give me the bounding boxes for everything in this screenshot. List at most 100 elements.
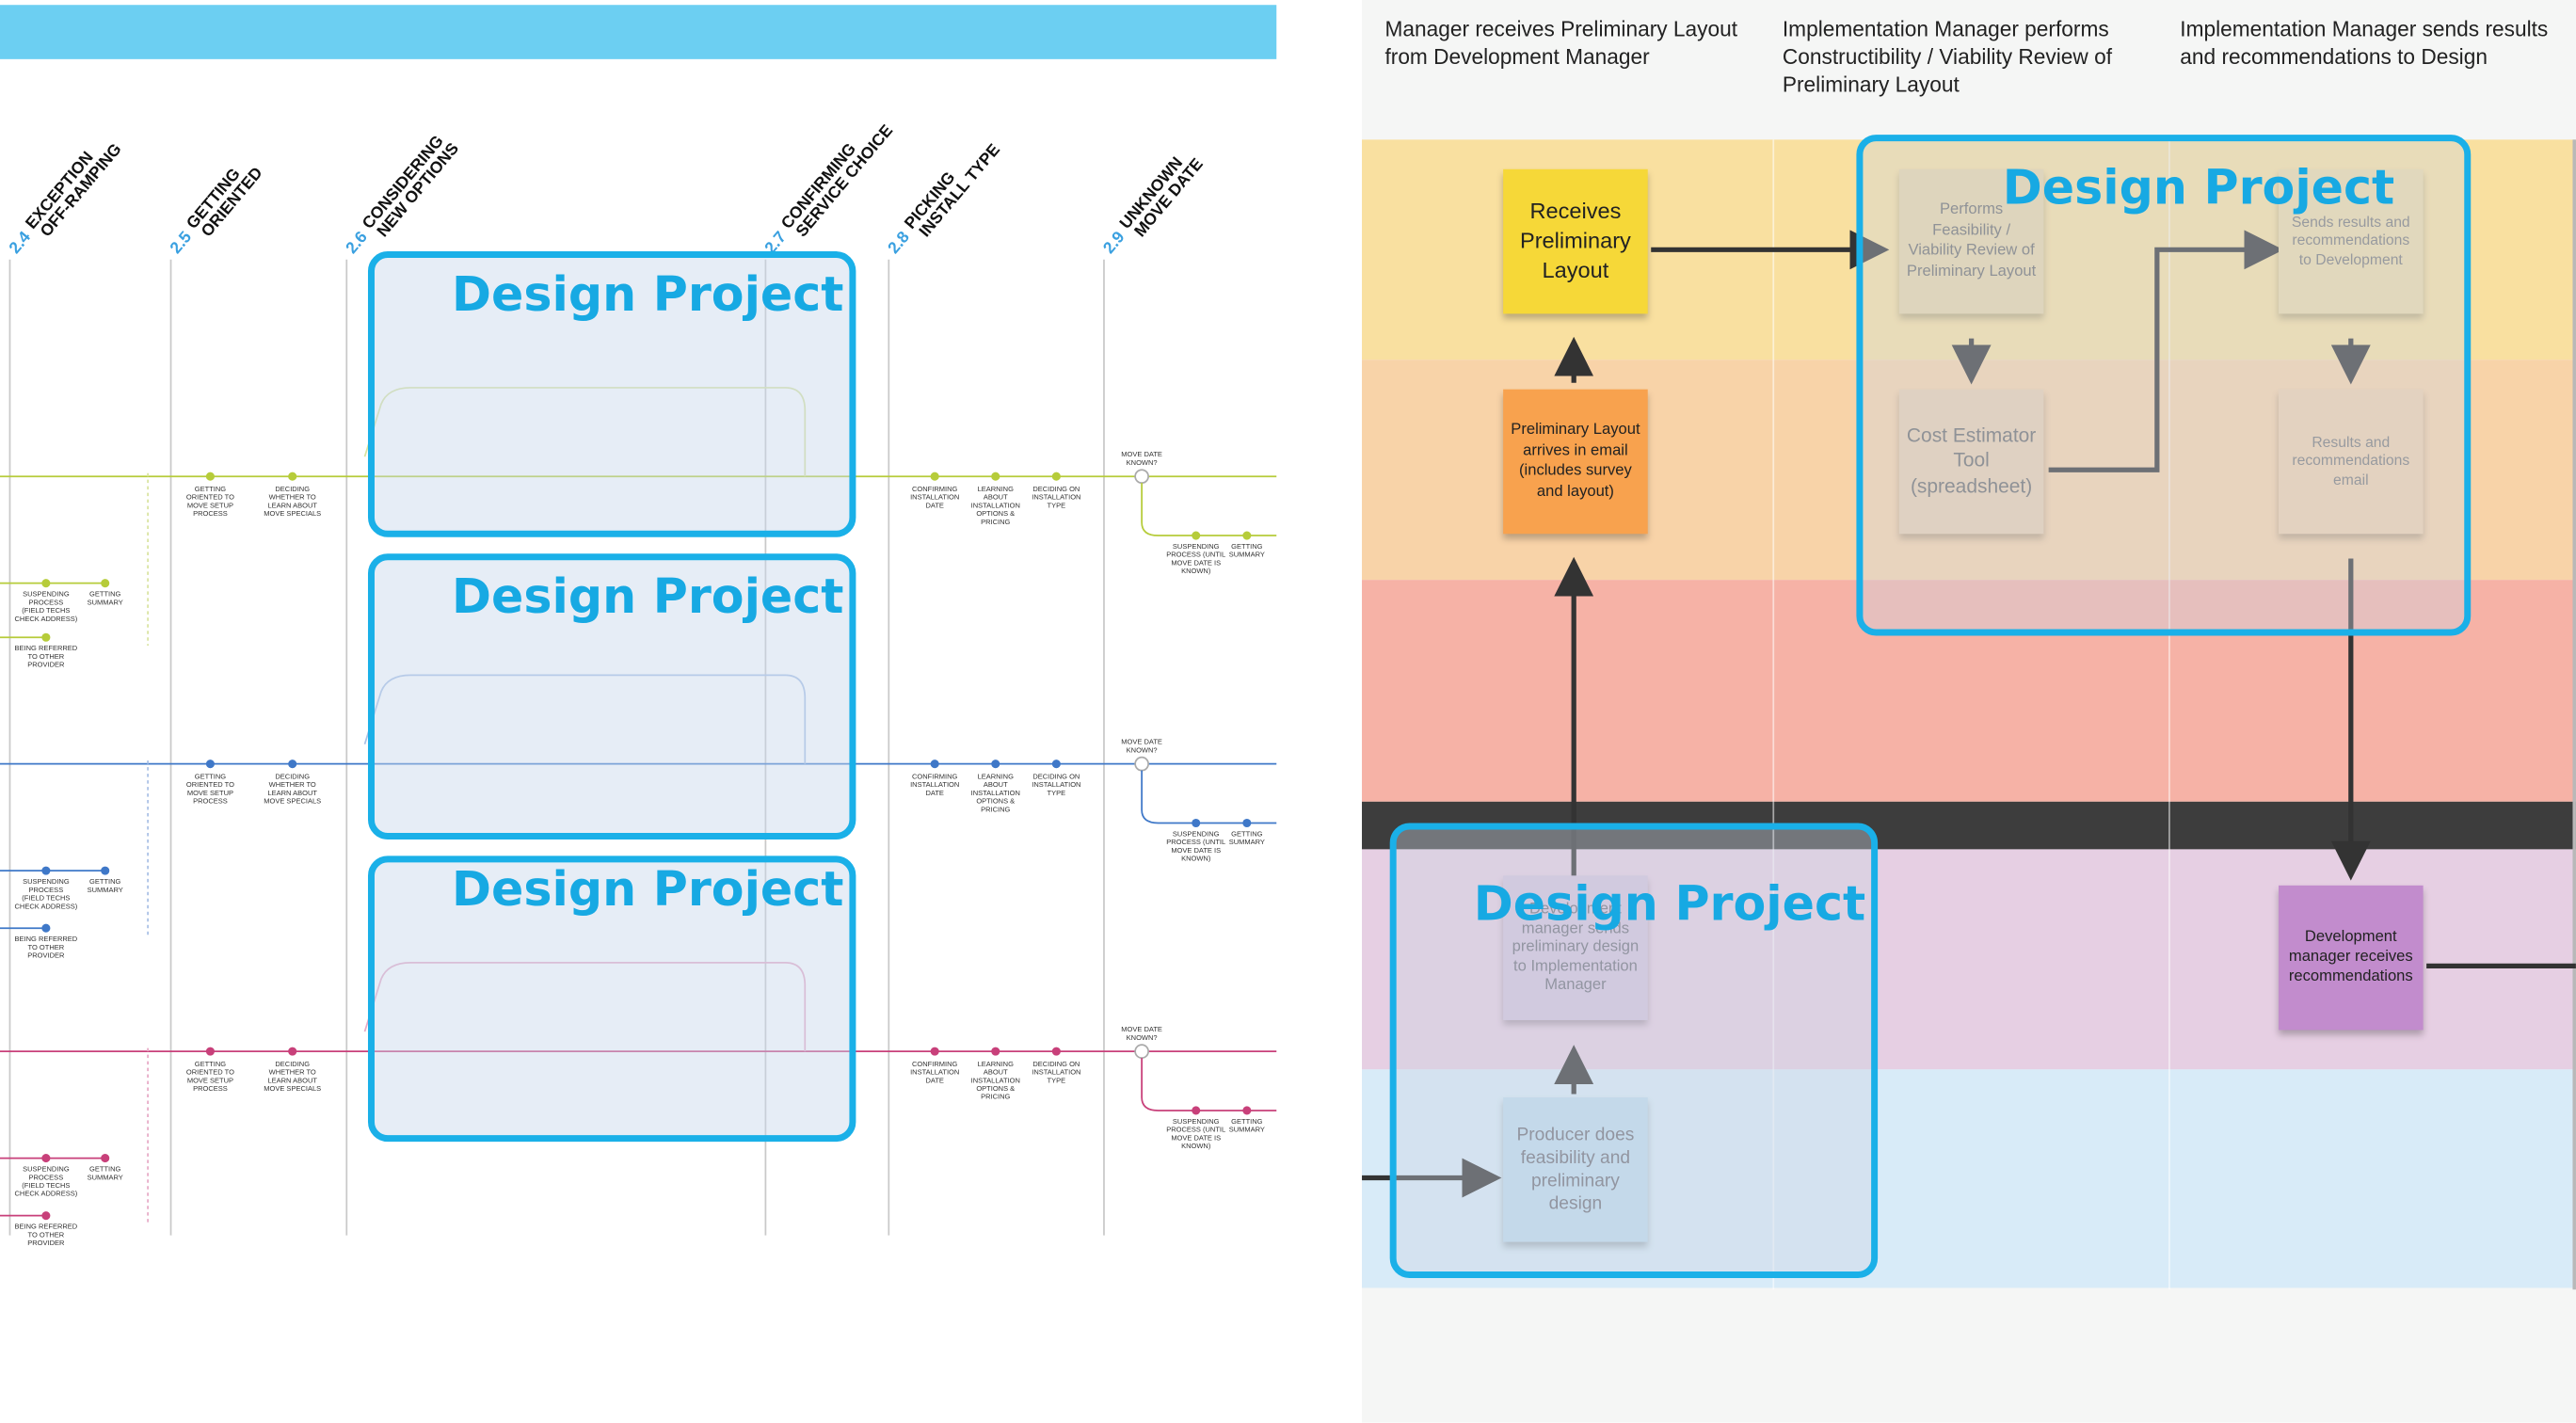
row-1-exception-node-3 (41, 632, 51, 642)
design-project-label-4: Design Project (2002, 159, 2395, 216)
flow-arrows (1362, 230, 2576, 1198)
row-1-unknown-branch (1141, 483, 1277, 536)
row-3-decision-node (1134, 1044, 1149, 1059)
row-3-exception-node-1 (41, 1154, 51, 1163)
design-project-label-5: Design Project (1473, 875, 1866, 932)
row-1-node-4 (991, 472, 1000, 481)
row-2-unknown-branch (1141, 770, 1277, 824)
row-1-unknown-node-1 (1192, 531, 1201, 540)
row-1-node-5 (1051, 472, 1061, 481)
note-results-email[interactable]: Results and recommendations email (2279, 389, 2424, 535)
header-bar (0, 5, 1277, 59)
phase-number: 2.8 (884, 227, 913, 257)
design-project-label-1: Design Project (452, 265, 844, 323)
lane-red (1362, 580, 2576, 802)
row-1-node-1 (205, 472, 215, 481)
column-header-2: Implementation Manager performs Construc… (1782, 16, 2113, 97)
row-2-exception-node-2 (101, 866, 110, 875)
phase-number: 2.5 (166, 227, 195, 257)
row-2-node-1 (205, 759, 215, 769)
column-divider-1 (1772, 139, 1775, 1290)
note-cost-estimator-tool[interactable]: Cost Estimator Tool (spreadsheet) (1898, 389, 2044, 535)
row-3-exception-node-3 (41, 1211, 51, 1221)
row-2-node-5 (1051, 759, 1061, 769)
row-2-unknown-node-1 (1192, 818, 1201, 828)
row-3-exception-node-2 (101, 1154, 110, 1163)
row-2-decision-node (1134, 756, 1149, 772)
design-project-label-3: Design Project (452, 860, 844, 917)
design-project-box-3[interactable] (367, 855, 856, 1143)
swimlane-panel: Manager receives Preliminary Layout from… (1362, 0, 2576, 1423)
row-1-node-2 (288, 472, 297, 481)
arrow-cost-to-sends (2048, 230, 2284, 472)
column-divider-2 (2168, 139, 2170, 1290)
row-2-unknown-node-2 (1242, 818, 1252, 828)
row-3-node-2 (288, 1047, 297, 1056)
row-2-node-2 (288, 759, 297, 769)
journey-map: 2.4EXCEPTIONOFF-RAMPING2.5GETTINGORIENTE… (0, 120, 1277, 1247)
row-2-option-loop (363, 674, 807, 764)
row-1-option-loop (363, 387, 807, 477)
column-header-3: Implementation Manager sends results and… (2180, 16, 2549, 70)
row-2-exception-node-1 (41, 866, 51, 875)
design-project-box-5[interactable] (1389, 823, 1879, 1278)
design-project-box-2[interactable] (367, 553, 856, 839)
row-3-node-4 (991, 1047, 1000, 1056)
row-1-decision-node (1134, 469, 1149, 485)
note-producer-feasibility[interactable]: Producer does feasibility and preliminar… (1503, 1096, 1648, 1242)
panel-right-edge (2572, 139, 2576, 1290)
phase-number: 2.4 (5, 227, 34, 257)
phase-number: 2.9 (1099, 227, 1128, 257)
note-dev-manager-receives[interactable]: Development manager receives recommendat… (2279, 885, 2424, 1031)
note-sends-results[interactable]: Sends results and recommendations to Dev… (2279, 168, 2424, 314)
note-sends-preliminary-design[interactable]: Development manager sends preliminary de… (1503, 875, 1648, 1020)
design-project-box-1[interactable] (367, 251, 856, 537)
row-3-unknown-node-2 (1242, 1106, 1252, 1115)
row-1-node-3 (930, 472, 939, 481)
design-project-box-4[interactable] (1856, 135, 2472, 636)
row-2-node-3 (930, 759, 939, 769)
note-preliminary-layout-arrives[interactable]: Preliminary Layout arrives in email (inc… (1503, 389, 1648, 535)
row-3-option-loop (363, 961, 807, 1052)
row-3-node-1 (205, 1047, 215, 1056)
note-receives-preliminary-layout[interactable]: Receives Preliminary Layout (1503, 168, 1648, 314)
row-3-unknown-node-1 (1192, 1106, 1201, 1115)
row-3-unknown-branch (1141, 1058, 1277, 1111)
note-performs-review[interactable]: Performs Feasibility / Viability Review … (1898, 168, 2044, 314)
